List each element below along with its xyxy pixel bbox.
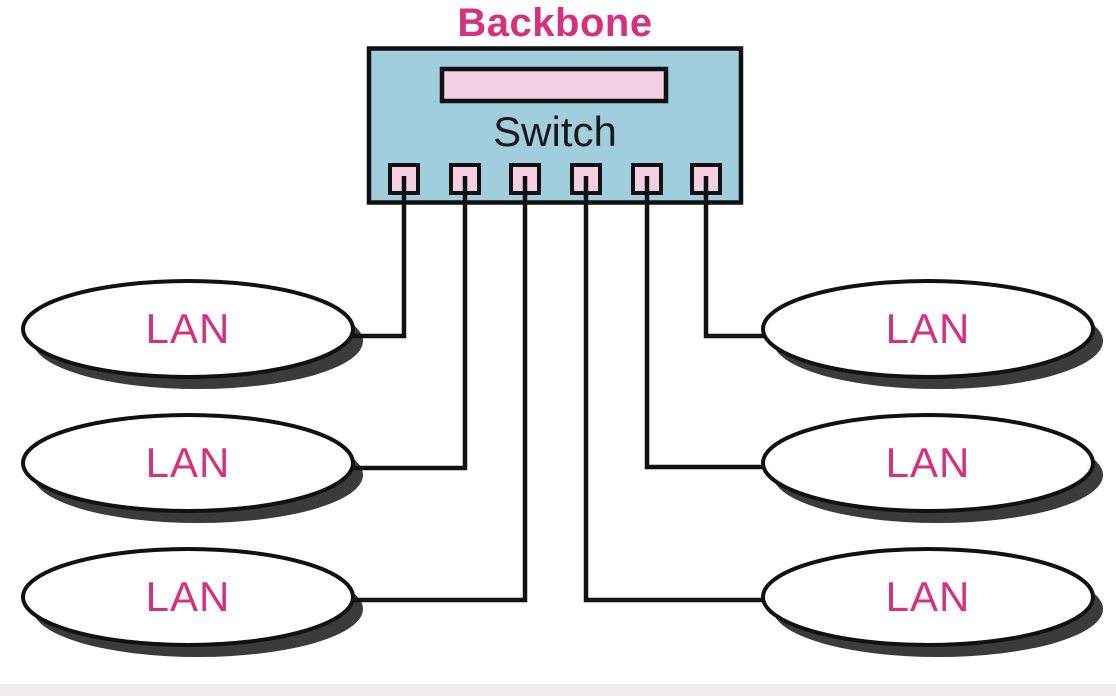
backbone-title: Backbone (457, 1, 652, 45)
lan-label-right-2: LAN (886, 439, 971, 486)
cable-port2-lan-left-2 (352, 176, 468, 471)
lan-labels: LAN LAN LAN LAN LAN LAN (146, 305, 971, 620)
lan-label-left-1: LAN (146, 305, 231, 352)
switch-label: Switch (493, 108, 617, 155)
lan-label-left-2: LAN (146, 439, 231, 486)
lan-label-right-1: LAN (886, 305, 971, 352)
lan-node-right-1 (761, 279, 1095, 379)
lan-node-left-1 (21, 279, 355, 379)
lan-node-left-2 (21, 413, 355, 513)
lan-node-right-3 (761, 547, 1095, 647)
cable-port4-lan-right-3 (583, 176, 764, 603)
cable-port3-lan-left-3 (352, 176, 528, 603)
cables (352, 176, 764, 603)
cable-port1-lan-left-1 (352, 176, 407, 339)
cable-port6-lan-right-1 (703, 176, 764, 339)
lan-node-right-2 (761, 413, 1095, 513)
cable-port5-lan-right-2 (644, 176, 764, 470)
lan-label-right-3: LAN (886, 573, 971, 620)
switch-slot (439, 66, 669, 104)
lan-nodes (21, 279, 1095, 647)
lan-node-left-3 (21, 547, 355, 647)
page-edge-band (0, 684, 1116, 696)
lan-label-left-3: LAN (146, 573, 231, 620)
